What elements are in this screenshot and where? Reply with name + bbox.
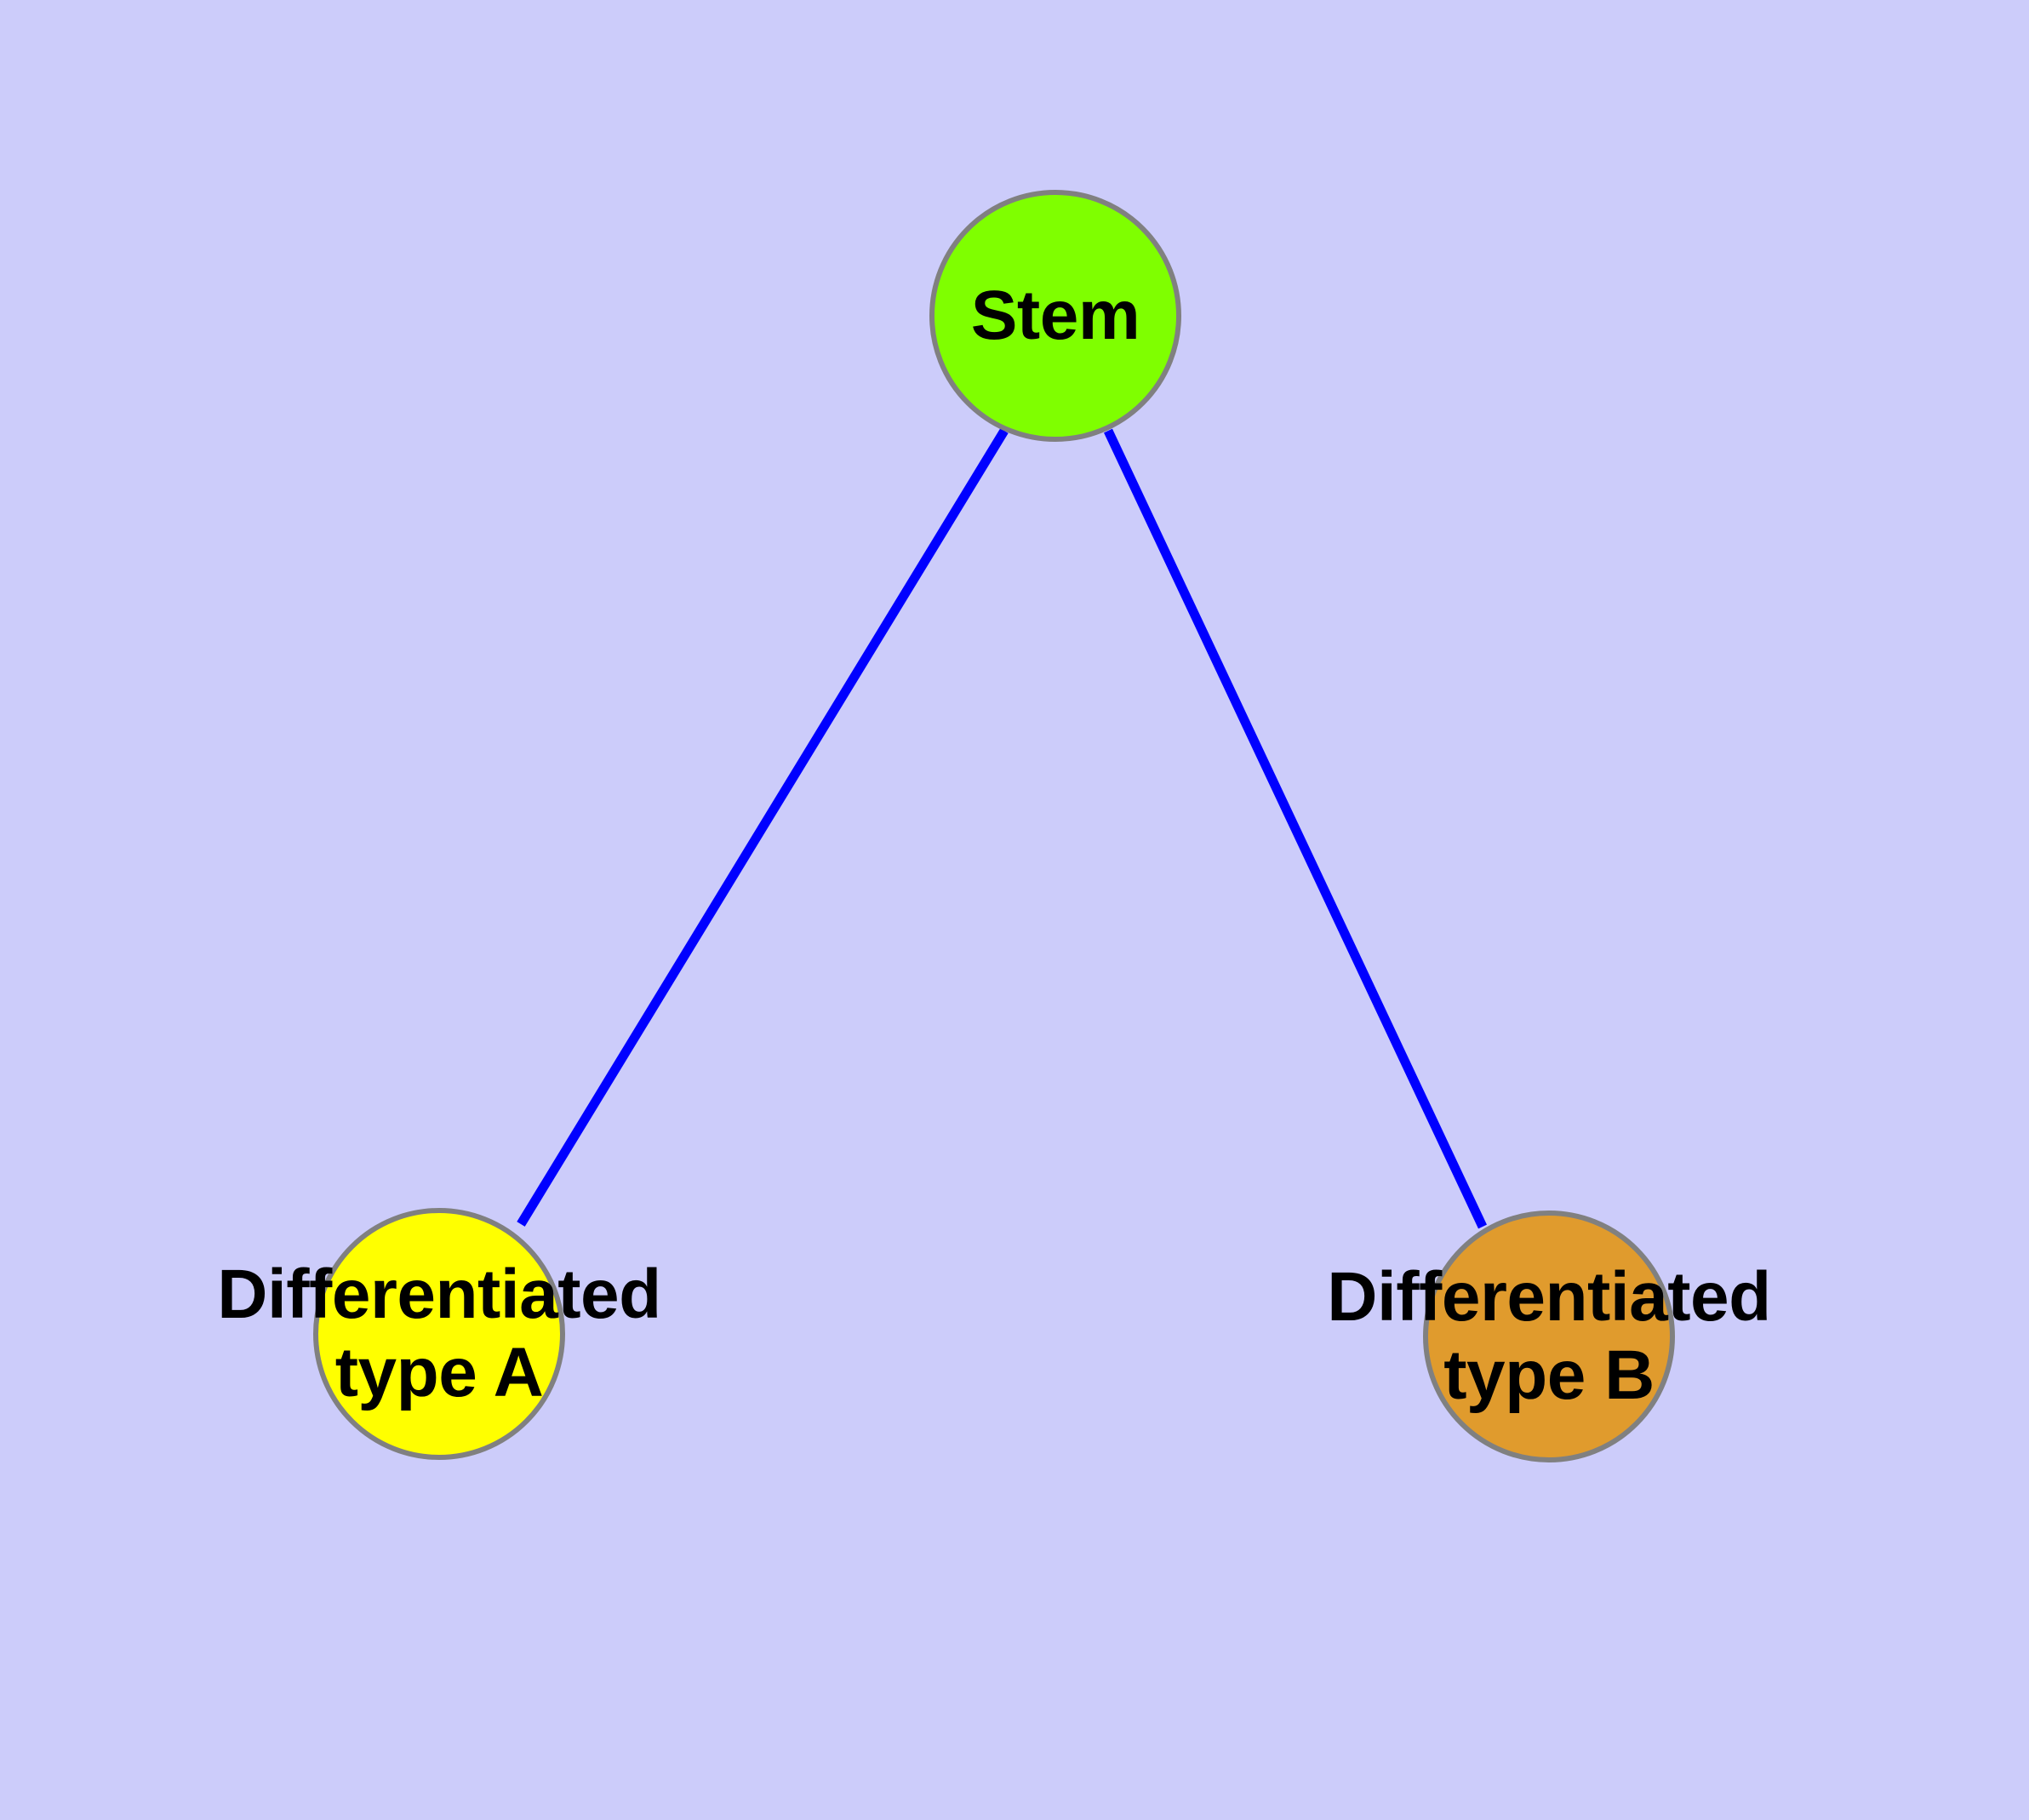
edge-stem-to-diff-a[interactable] [517,428,1009,1227]
node-label-differentiated-type-b: Differentiated type B [1327,1258,1771,1414]
node-differentiated-type-a[interactable] [313,1208,565,1460]
node-stem[interactable] [929,190,1181,442]
node-label-differentiated-type-a: Differentiated type A [217,1256,661,1411]
node-label-stem: Stem [970,277,1140,354]
node-differentiated-type-b[interactable] [1423,1210,1675,1462]
edge-stem-to-diff-b[interactable] [1104,428,1487,1229]
